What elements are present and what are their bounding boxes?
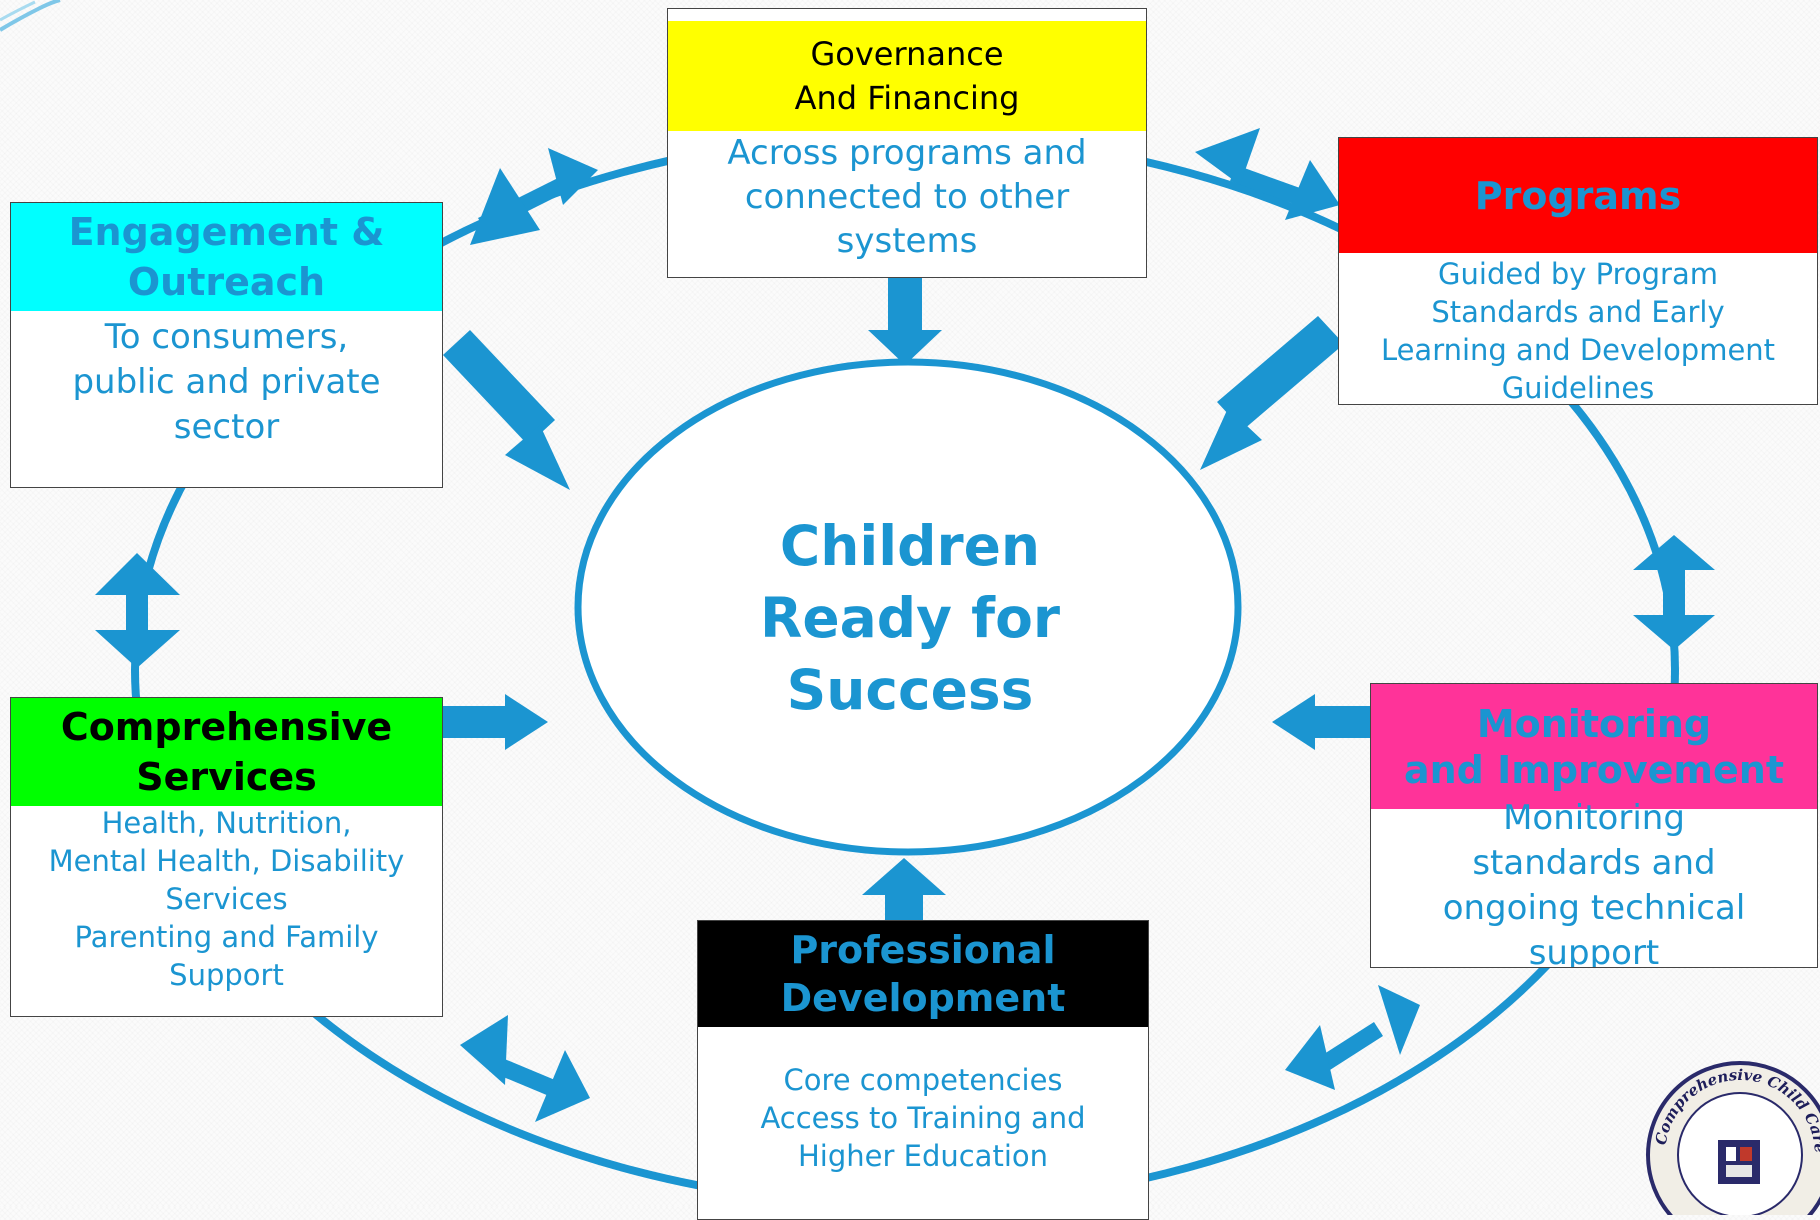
- arrow-comprehensive-to-center: [440, 694, 548, 750]
- governance-title: Governance And Financing: [668, 21, 1146, 131]
- organization-logo: Comprehensive Child Care Services: [1640, 1055, 1820, 1215]
- arrow-engagement-governance: [470, 148, 598, 245]
- monitoring-body: Monitoring standards and ongoing technic…: [1442, 798, 1746, 968]
- programs-body: Guided by Program Standards and Early Le…: [1380, 257, 1776, 405]
- arrow-programs-monitoring: [1633, 535, 1715, 650]
- monitoring-box: Monitoring and Improvement Monitoring st…: [1370, 683, 1818, 968]
- corner-decoration: [0, 0, 61, 32]
- governance-box: Governance And Financing Across programs…: [667, 8, 1147, 278]
- comprehensive-box: Comprehensive Services Health, Nutrition…: [10, 697, 443, 1017]
- engagement-title: Engagement & Outreach: [11, 203, 442, 311]
- programs-box: Programs Guided by Program Standards and…: [1338, 137, 1818, 405]
- governance-body: Across programs and connected to other s…: [727, 133, 1087, 261]
- monitoring-title: Monitoring and Improvement: [1371, 684, 1817, 809]
- arrow-programs-to-center: [1200, 316, 1344, 470]
- engagement-body: To consumers, public and private sector: [72, 317, 381, 447]
- arrow-governance-to-center: [868, 275, 942, 365]
- professional-body: Core competencies Access to Training and…: [760, 1063, 1086, 1173]
- arrow-governance-programs: [1195, 128, 1340, 220]
- professional-title: Professional Development: [698, 921, 1148, 1027]
- center-title: Children Ready for Success: [760, 514, 1060, 722]
- professional-box: Professional Development Core competenci…: [697, 920, 1149, 1220]
- arrow-comprehensive-professional: [460, 1015, 590, 1122]
- arrow-engagement-to-center: [443, 330, 570, 490]
- ring-arrows: [95, 128, 1715, 1122]
- arrow-engagement-comprehensive: [95, 553, 180, 668]
- programs-title: Programs: [1339, 138, 1817, 253]
- engagement-box: Engagement & Outreach To consumers, publ…: [10, 202, 443, 488]
- comprehensive-title: Comprehensive Services: [11, 698, 442, 806]
- comprehensive-body: Health, Nutrition, Mental Health, Disabi…: [48, 806, 405, 992]
- arrow-professional-monitoring: [1285, 985, 1420, 1090]
- arrow-monitoring-to-center: [1272, 694, 1370, 750]
